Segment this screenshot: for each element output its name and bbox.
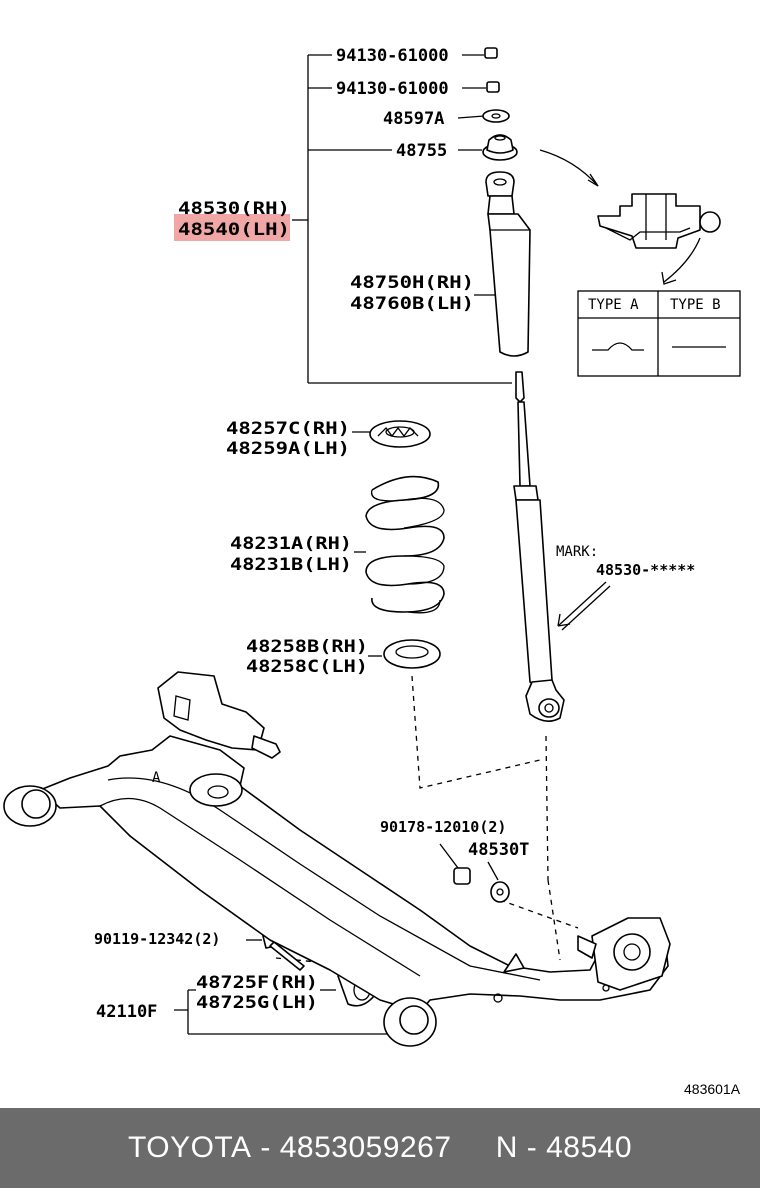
label-48725F[interactable]: 48725F(RH) [196, 973, 318, 993]
label-48231B[interactable]: 48231B(LH) [230, 555, 352, 575]
label-90119[interactable]: 90119-12342(2) [94, 930, 220, 948]
footer-part-number: 4853059267 [279, 1131, 452, 1164]
label-90178[interactable]: 90178-12010(2) [380, 818, 506, 836]
label-48530T[interactable]: 48530T [468, 840, 529, 860]
shock-absorber-48530 [513, 371, 565, 722]
footer-brand: TOYOTA [127, 1131, 252, 1164]
label-94130-upper[interactable]: 94130-61000 [336, 46, 449, 66]
label-42110F[interactable]: 42110F [96, 1002, 157, 1022]
nut-94130-lower [486, 81, 500, 93]
label-48760B[interactable]: 48760B(LH) [350, 294, 474, 314]
parts-diagram: 94130-61000 94130-61000 48597A 48755 485… [3, 46, 741, 1097]
washer-48597A [482, 109, 510, 123]
bushing-48530T [487, 861, 510, 903]
label-48530[interactable]: 48530(RH) [178, 199, 290, 219]
label-type-b: TYPE B [670, 297, 721, 313]
footer-n-value: 48540 [546, 1131, 633, 1164]
label-48258B[interactable]: 48258B(RH) [246, 637, 368, 657]
type-detail [539, 149, 721, 285]
label-48231A[interactable]: 48231A(RH) [230, 534, 352, 554]
part-labels: 94130-61000 94130-61000 48597A 48755 485… [94, 46, 741, 1097]
footer-n-label: N [495, 1131, 518, 1164]
label-48755[interactable]: 48755 [396, 141, 447, 161]
bump-stopper-48750 [485, 171, 531, 357]
label-mark: MARK: [556, 544, 598, 560]
label-48257C[interactable]: 48257C(RH) [226, 419, 350, 439]
highlight-48540 [174, 214, 290, 241]
coil-spring-48231A [354, 475, 445, 614]
label-mark-code[interactable]: 48530-***** [596, 561, 695, 579]
upper-spring-seat-48257C [352, 420, 431, 448]
lower-spring-seat-48258B [368, 639, 441, 669]
label-type-a: TYPE A [588, 297, 639, 313]
label-48258C[interactable]: 48258C(LH) [246, 657, 368, 677]
type-table [577, 290, 741, 377]
diagram-id: 483601A [684, 1081, 741, 1097]
footer-separator-2: - [517, 1131, 547, 1164]
mark-arrow [557, 581, 611, 631]
label-94130-lower[interactable]: 94130-61000 [336, 79, 449, 99]
support-48755 [482, 134, 518, 161]
label-48725G[interactable]: 48725G(LH) [196, 993, 318, 1013]
nut-90178 [439, 843, 471, 885]
label-48259A[interactable]: 48259A(LH) [226, 439, 350, 459]
footer-separator: - [251, 1131, 280, 1164]
footer-bar: TOYOTA - 4853059267 N - 48540 [0, 1108, 760, 1188]
label-ref-a: A [152, 770, 161, 786]
footer-gap [452, 1131, 496, 1165]
label-48597A[interactable]: 48597A [383, 109, 444, 129]
nut-94130-upper [484, 47, 498, 59]
label-48540[interactable]: 48540(LH) [178, 220, 290, 240]
label-48750H[interactable]: 48750H(RH) [350, 273, 474, 293]
axle-beam-42110F [3, 671, 671, 1047]
strut-assembly-bracket [292, 54, 512, 384]
